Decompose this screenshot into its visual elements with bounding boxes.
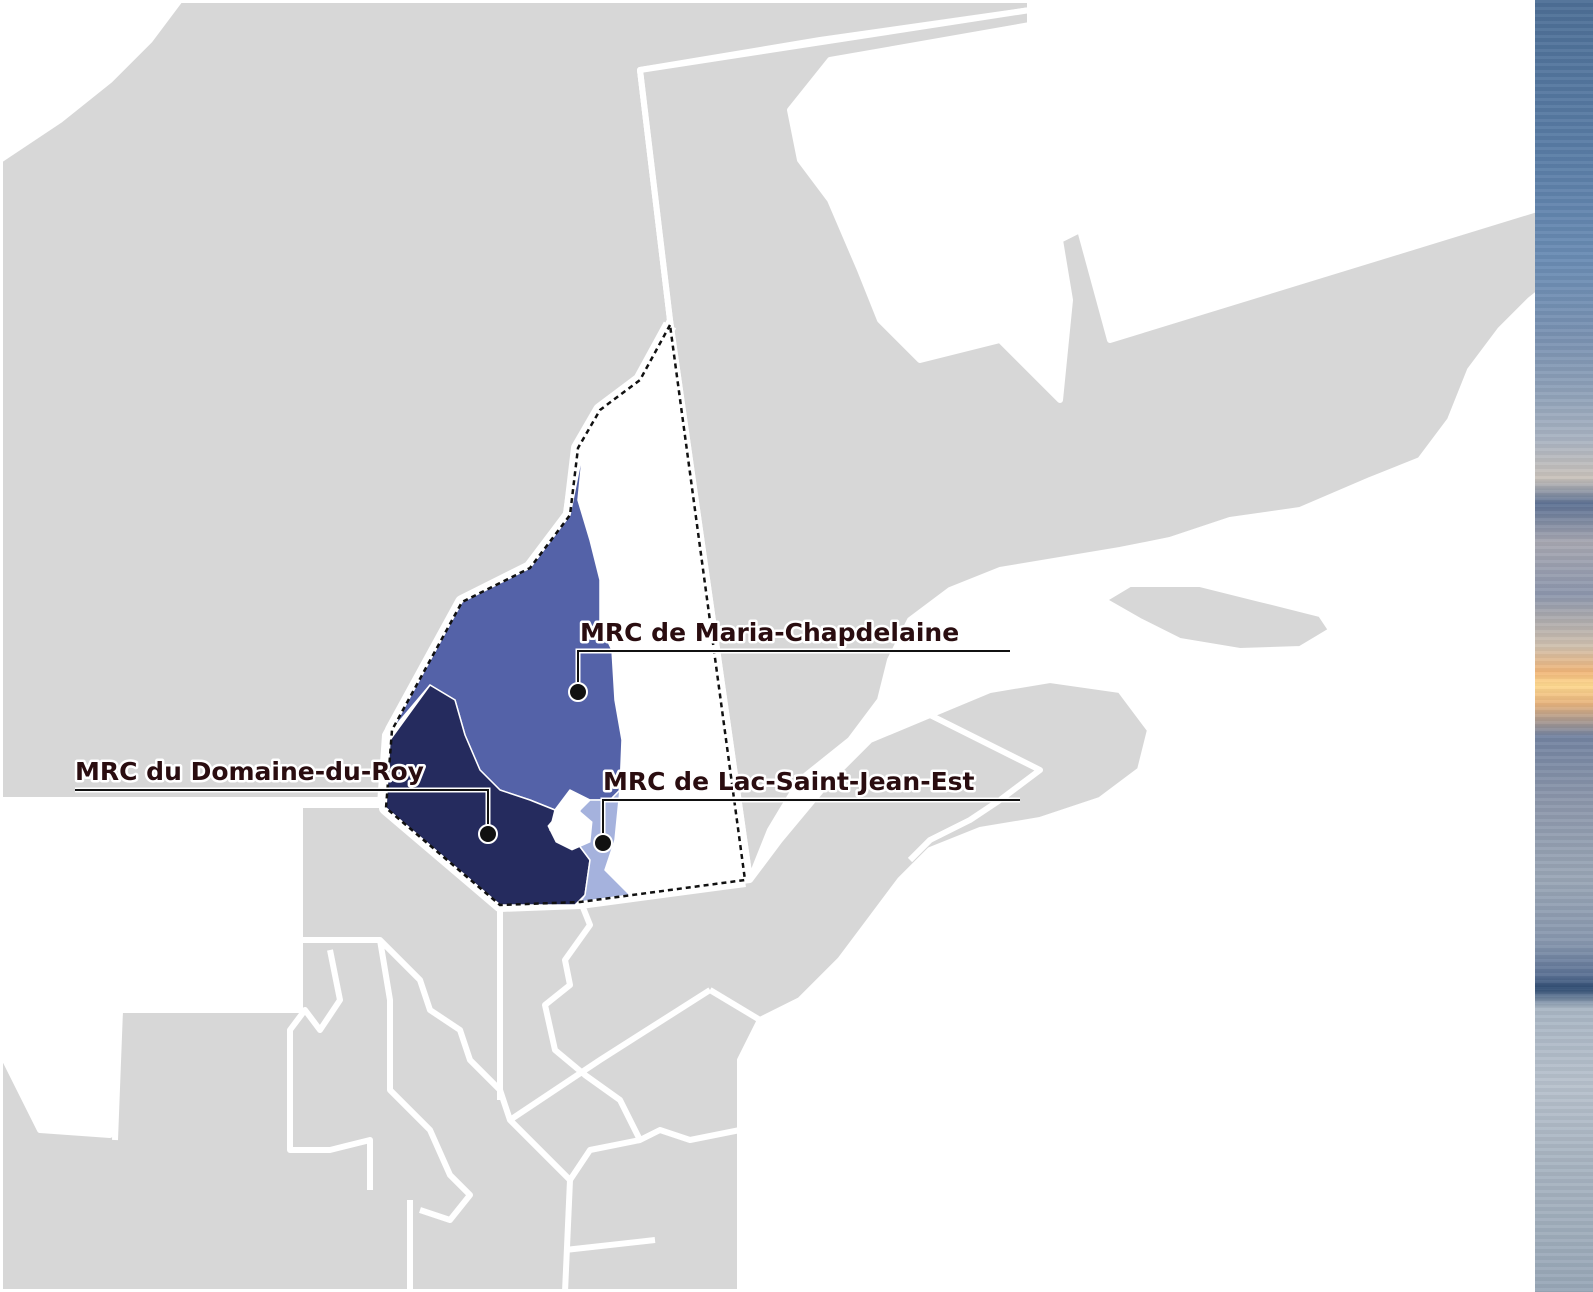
- marker-maria-chapdelaine: [568, 648, 1010, 702]
- label-maria-chapdelaine: MRC de Maria-Chapdelaine: [580, 618, 959, 647]
- marker-lac-saint-jean-est: [593, 797, 1020, 853]
- label-lac-saint-jean-est: MRC de Lac-Saint-Jean-Est: [603, 767, 975, 796]
- photo-strip-lake-sunset: [1535, 0, 1593, 1292]
- landmass-northeast: [637, 7, 1571, 883]
- island-east: [1103, 583, 1332, 652]
- regional-borders: [0, 69, 1043, 1292]
- region-dashed-outline: [384, 323, 747, 907]
- lake-saint-jean: [547, 809, 593, 851]
- label-domaine-du-roy: MRC du Domaine-du-Roy: [75, 757, 424, 786]
- marker-domaine-du-roy: [75, 787, 498, 844]
